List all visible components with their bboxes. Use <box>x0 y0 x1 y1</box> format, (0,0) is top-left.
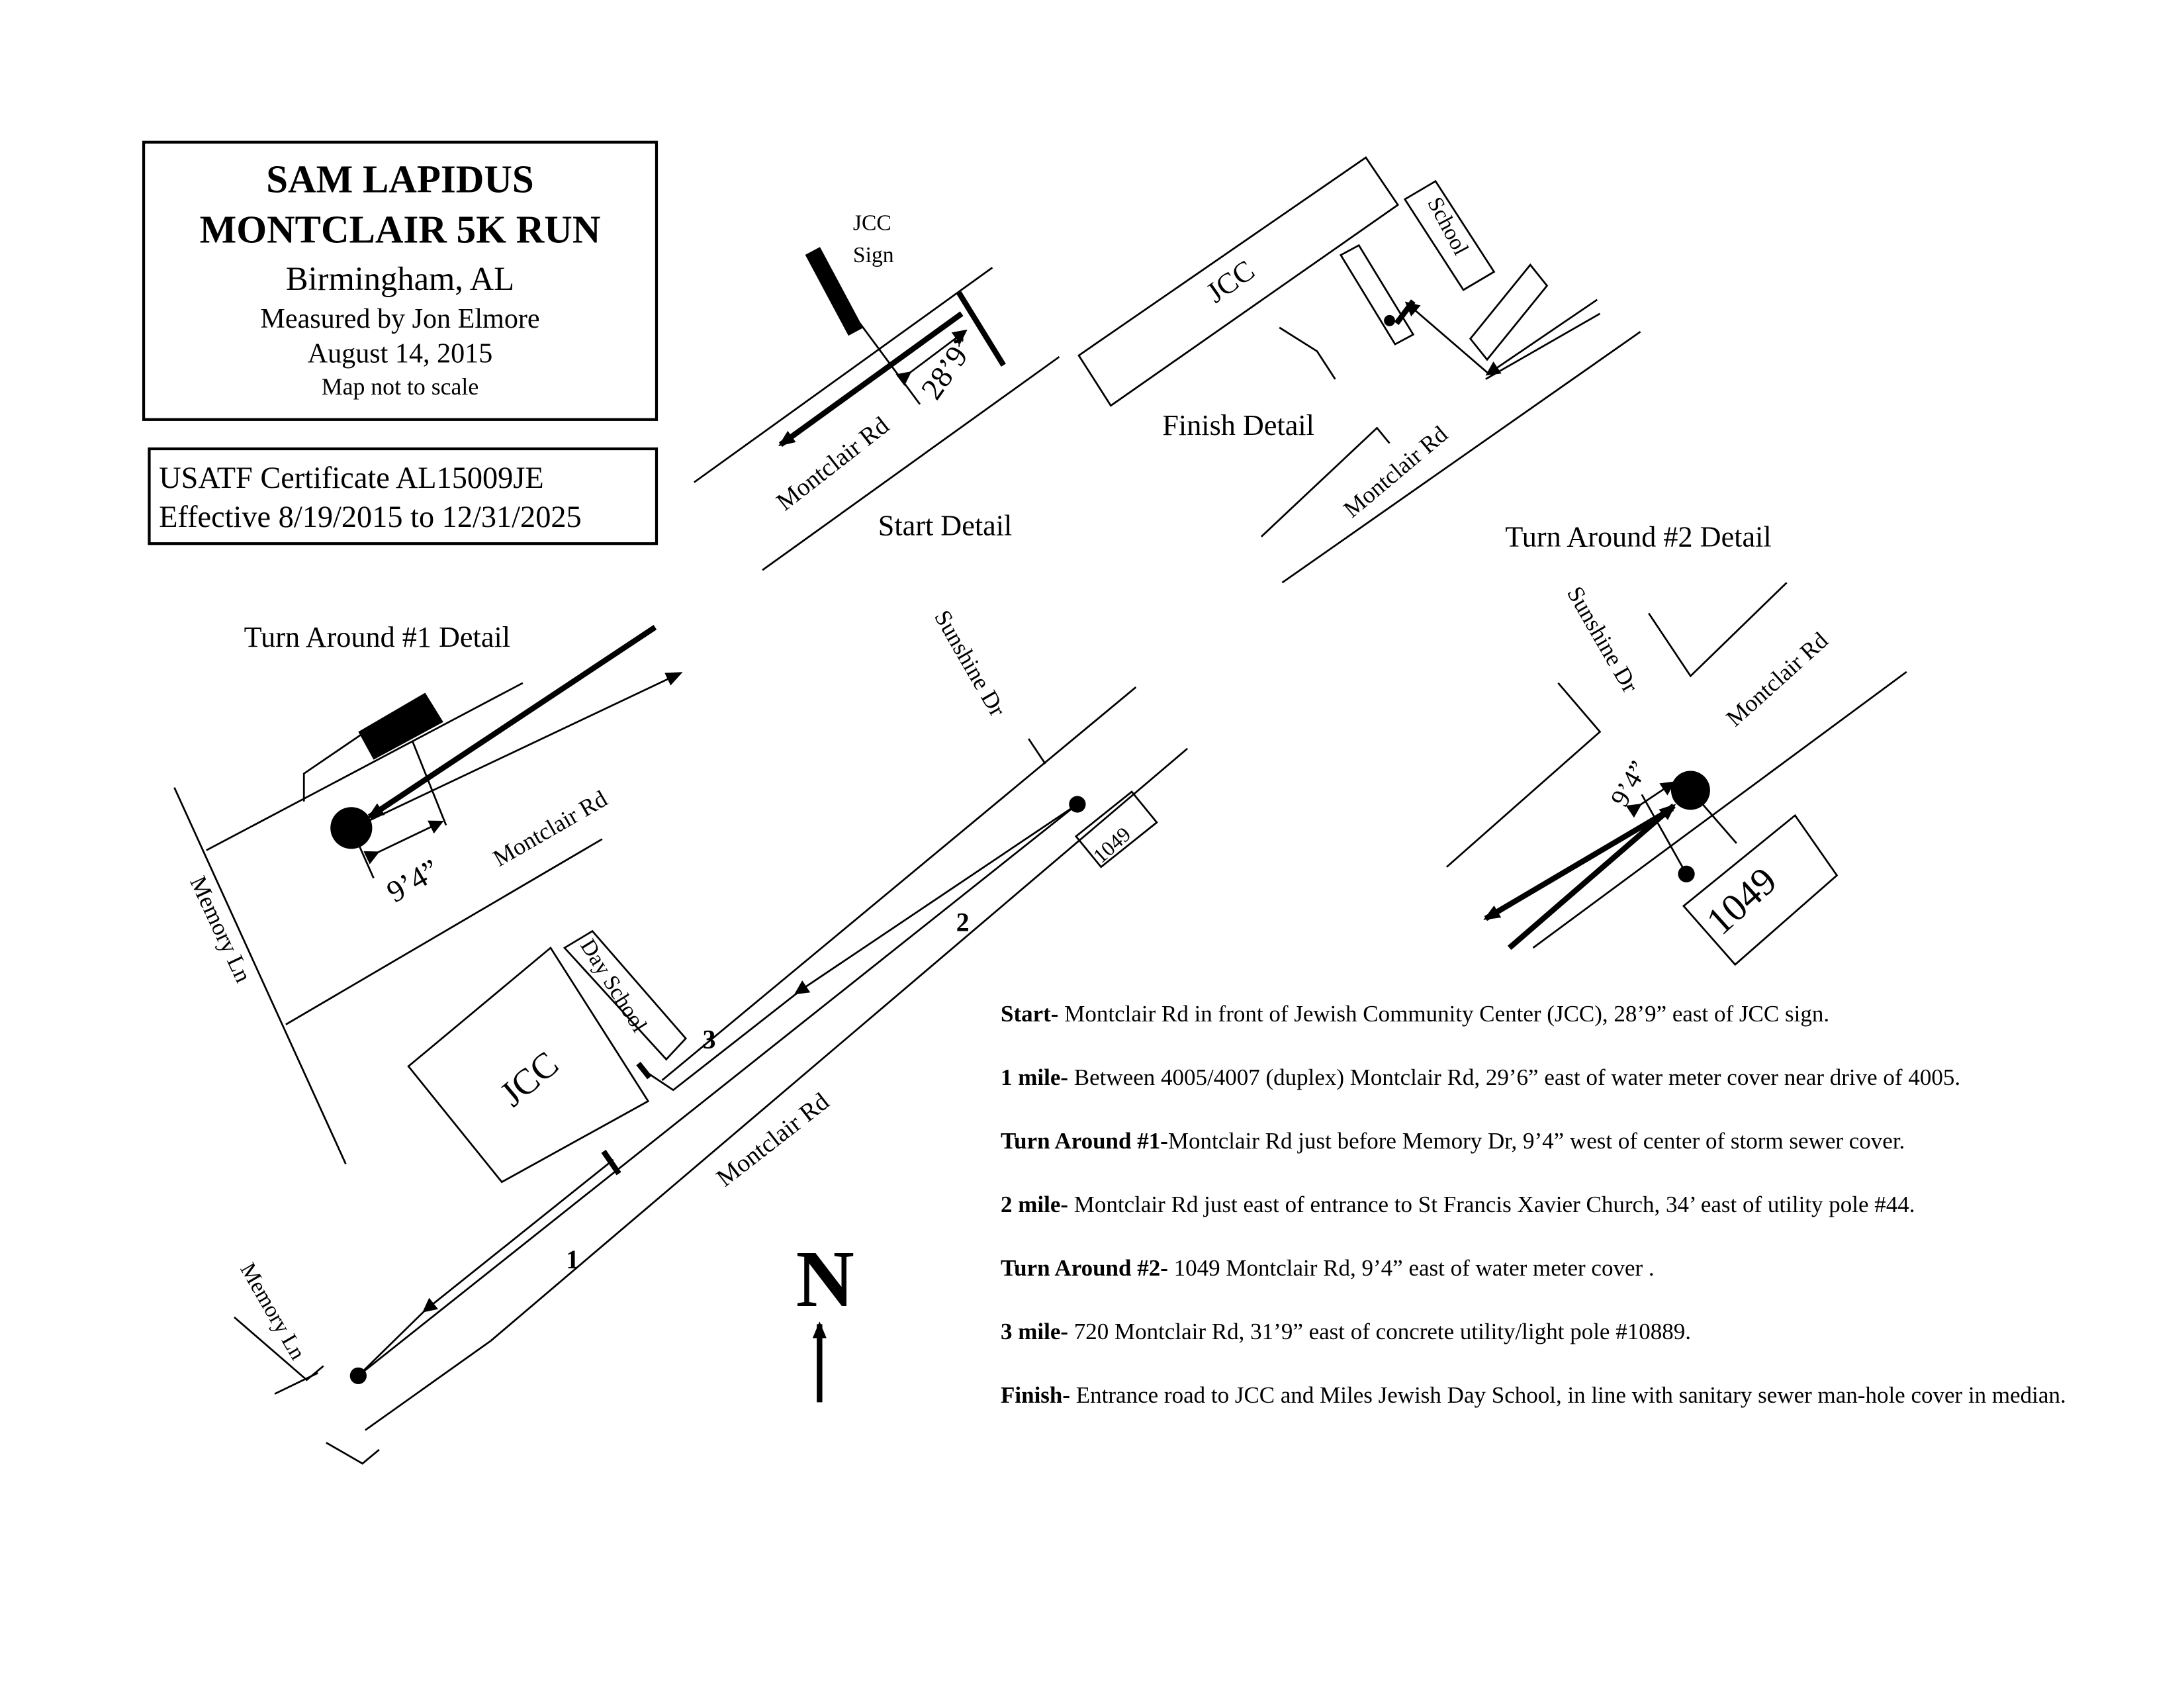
note-label: 1 mile- <box>1001 1064 1069 1090</box>
main-sunshine-dr: Sunshine Dr <box>929 606 1011 721</box>
finish-jcc-label: JCC <box>1201 254 1261 309</box>
finish-detail: JCC School Montclair Rd Finish Detail <box>1077 156 1641 584</box>
turn-around-1-detail: Turn Around #1 Detail Memory Ln 9’4” Mon… <box>173 621 683 1164</box>
note-label: Finish- <box>1001 1382 1071 1408</box>
note-turn-1: Turn Around #1-Montclair Rd just before … <box>1001 1125 2086 1156</box>
turn1-road-label: Montclair Rd <box>488 785 612 872</box>
jcc-sign-label: JCC <box>853 211 891 235</box>
note-text: Montclair Rd in front of Jewish Communit… <box>1058 1001 1830 1027</box>
turn2-title: Turn Around #2 Detail <box>1505 520 1771 553</box>
turnaround-2-point <box>1670 771 1710 810</box>
finish-road-label: Montclair Rd <box>1338 420 1453 522</box>
note-text: 720 Montclair Rd, 31’9” east of concrete… <box>1068 1319 1691 1344</box>
mile-marker-2: 2 <box>956 908 970 937</box>
note-label: 3 mile- <box>1001 1319 1069 1344</box>
turn2-address: 1049 <box>1698 859 1785 943</box>
note-text: 1049 Montclair Rd, 9’4” east of water me… <box>1167 1255 1655 1281</box>
city: Birmingham, AL <box>286 260 514 297</box>
course-notes: Start- Montclair Rd in front of Jewish C… <box>1001 998 2086 1443</box>
jcc-sign-label-2: Sign <box>853 243 894 267</box>
note-label: Turn Around #1- <box>1001 1128 1168 1154</box>
north-label: N <box>796 1235 854 1324</box>
date: August 14, 2015 <box>308 338 493 369</box>
note-text: Entrance road to JCC and Miles Jewish Da… <box>1070 1382 2066 1408</box>
turn-around-2-detail: Turn Around #2 Detail Sunshine Dr Montcl… <box>1445 520 1907 966</box>
turn2-road-label: Montclair Rd <box>1721 627 1833 731</box>
note-label: Start- <box>1001 1001 1059 1027</box>
turn2-side-road: Sunshine Dr <box>1562 582 1644 697</box>
certificate-box: USATF Certificate AL15009JE Effective 8/… <box>148 447 659 545</box>
turn1-title: Turn Around #1 Detail <box>244 621 510 653</box>
note-label: Turn Around #2- <box>1001 1255 1168 1281</box>
note-label: 2 mile- <box>1001 1192 1069 1217</box>
main-jcc-label: JCC <box>492 1043 566 1114</box>
note-mile-3: 3 mile- 720 Montclair Rd, 31’9” east of … <box>1001 1316 2086 1347</box>
turn1-distance: 9’4” <box>381 853 445 910</box>
measured-by: Measured by Jon Elmore <box>260 303 539 334</box>
note-text: Montclair Rd just before Memory Dr, 9’4”… <box>1167 1128 1905 1154</box>
note-text: Between 4005/4007 (duplex) Montclair Rd,… <box>1068 1064 1961 1090</box>
scale-note: Map not to scale <box>322 373 478 400</box>
start-detail: JCC Sign 28’9” Montclair Rd Start Detail <box>694 211 1060 571</box>
race-name-line1: SAM LAPIDUS <box>266 158 533 201</box>
race-name-line2: MONTCLAIR 5K RUN <box>200 207 601 251</box>
main-memory-ln: Memory Ln <box>235 1259 310 1364</box>
mile-marker-3: 3 <box>702 1024 715 1054</box>
note-finish: Finish- Entrance road to JCC and Miles J… <box>1001 1380 2086 1411</box>
start-detail-title: Start Detail <box>878 510 1013 542</box>
mile-marker-1: 1 <box>566 1244 579 1274</box>
jcc-sign <box>805 247 864 336</box>
certificate-number: USATF Certificate AL15009JE <box>159 461 543 495</box>
title-box: SAM LAPIDUS MONTCLAIR 5K RUN Birmingham,… <box>142 140 659 421</box>
note-mile-2: 2 mile- Montclair Rd just east of entran… <box>1001 1189 2086 1220</box>
certificate-effective: Effective 8/19/2015 to 12/31/2025 <box>159 500 581 534</box>
finish-detail-title: Finish Detail <box>1162 409 1314 442</box>
turnaround-1-point <box>330 807 373 849</box>
main-montclair-rd: Montclair Rd <box>711 1088 835 1192</box>
note-text: Montclair Rd just east of entrance to St… <box>1068 1192 1915 1217</box>
start-line <box>956 291 1006 367</box>
note-mile-1: 1 mile- Between 4005/4007 (duplex) Montc… <box>1001 1062 2086 1093</box>
note-turn-2: Turn Around #2- 1049 Montclair Rd, 9’4” … <box>1001 1252 2086 1284</box>
storm-sewer-cover <box>358 692 443 760</box>
start-road-label: Montclair Rd <box>771 412 894 516</box>
note-start: Start- Montclair Rd in front of Jewish C… <box>1001 998 2086 1029</box>
